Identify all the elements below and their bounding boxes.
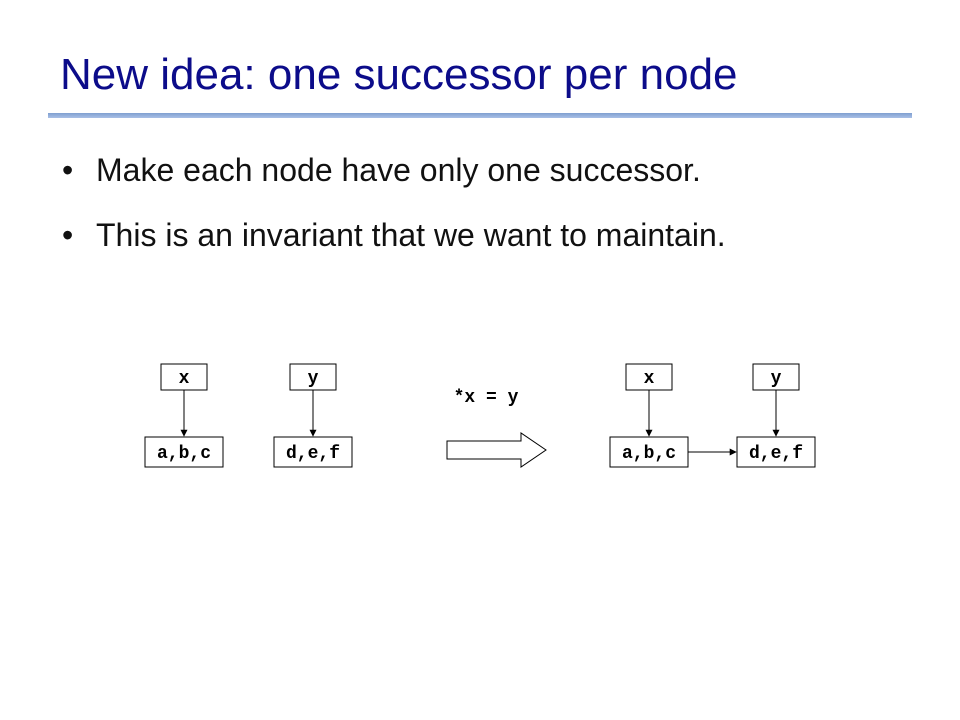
- after-graph: x y a,b,c d,e,f: [609, 363, 816, 468]
- node-abc-label: a,b,c: [622, 444, 676, 464]
- var-y-box: [289, 363, 337, 391]
- node-abc-box: [609, 436, 689, 468]
- var-x-box: [160, 363, 208, 391]
- bullet-icon: •: [62, 217, 74, 253]
- bullet-list: • Make each node have only one successor…: [62, 152, 726, 282]
- bullet-icon: •: [62, 152, 74, 188]
- node-def-box: [736, 436, 816, 468]
- node-def-label: d,e,f: [286, 444, 340, 464]
- bullet-item: • This is an invariant that we want to m…: [62, 217, 726, 253]
- operation-label: *x = y: [454, 388, 519, 408]
- title-divider: [48, 113, 912, 118]
- node-def-box: [273, 436, 353, 468]
- transform-arrow-icon: [446, 432, 547, 468]
- bullet-text: This is an invariant that we want to mai…: [96, 217, 726, 253]
- var-y-label: y: [771, 369, 782, 389]
- node-abc-box: [144, 436, 224, 468]
- before-graph: x y a,b,c d,e,f: [144, 363, 353, 468]
- node-def-label: d,e,f: [749, 444, 803, 464]
- var-y-label: y: [308, 369, 319, 389]
- var-x-label: x: [179, 369, 190, 389]
- var-x-label: x: [644, 369, 655, 389]
- slide-title: New idea: one successor per node: [60, 50, 738, 99]
- node-abc-label: a,b,c: [157, 444, 211, 464]
- bullet-item: • Make each node have only one successor…: [62, 152, 726, 188]
- bullet-text: Make each node have only one successor.: [96, 152, 701, 188]
